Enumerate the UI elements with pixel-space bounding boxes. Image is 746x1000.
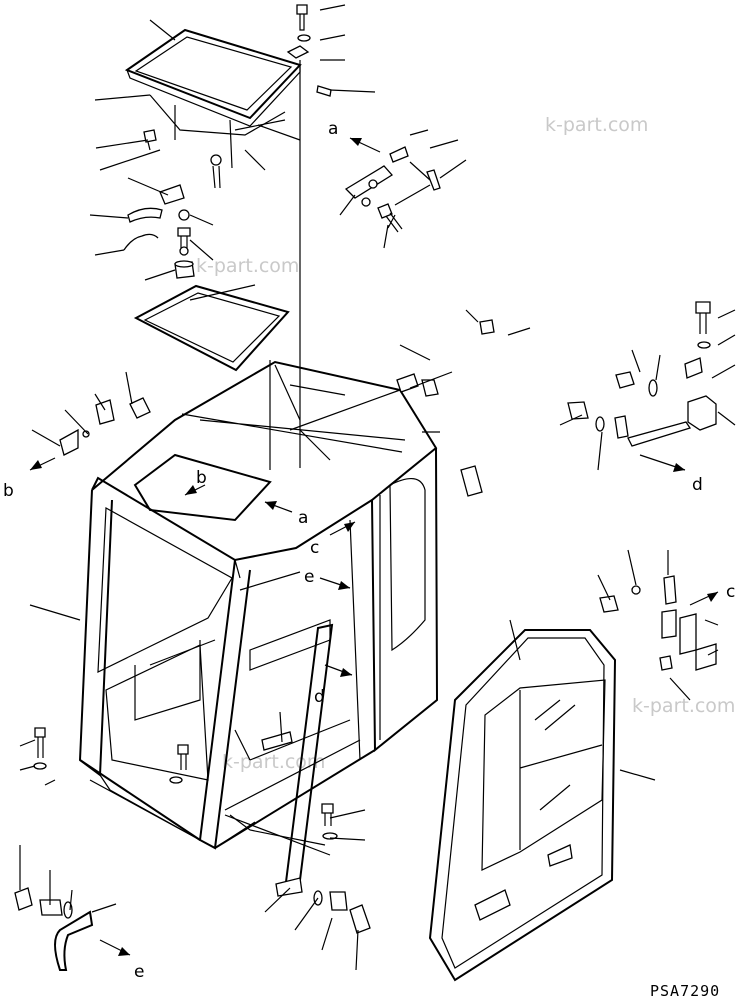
roof-bracket <box>59 373 439 456</box>
callout-arrows <box>29 137 719 956</box>
drawing-code: PSA7290 <box>650 982 720 1000</box>
handrail <box>275 623 334 897</box>
cab-door <box>428 629 617 982</box>
callout-d-frame: d <box>314 687 325 707</box>
callout-c-hinge: c <box>726 582 735 602</box>
hatch-bracket <box>123 184 191 256</box>
watermark-center-left: k-part.com <box>196 255 299 277</box>
callout-e-bottom: e <box>134 962 144 982</box>
watermark-top-right: k-part.com <box>545 114 648 136</box>
hatch-knob <box>174 260 195 279</box>
watermark-cab-floor: k-part.com <box>222 751 325 773</box>
door-hinge-parts <box>599 575 717 671</box>
callout-b-left: b <box>3 481 14 501</box>
callout-a-strut: a <box>328 119 338 139</box>
cab-frame <box>78 360 439 850</box>
callout-b-roof: b <box>196 468 207 488</box>
callout-c-frame: c <box>310 538 319 558</box>
door-lock-assembly <box>567 301 717 447</box>
hatch-hinge-bolt <box>286 4 332 97</box>
roof-hatch-frame <box>124 28 302 169</box>
hatch-seal <box>133 284 290 372</box>
callout-d-lock: d <box>692 475 703 495</box>
gas-strut <box>344 146 441 233</box>
rear-mount-bolts <box>39 890 348 971</box>
cab-side-bolts <box>33 319 495 840</box>
rubber-stoppers <box>14 397 371 934</box>
watermark-door: k-part.com <box>632 695 735 717</box>
hatch-small-bolt <box>143 129 222 189</box>
leader-lines <box>20 4 736 971</box>
callout-e-frame: e <box>304 567 314 587</box>
callout-a-roof: a <box>298 508 308 528</box>
